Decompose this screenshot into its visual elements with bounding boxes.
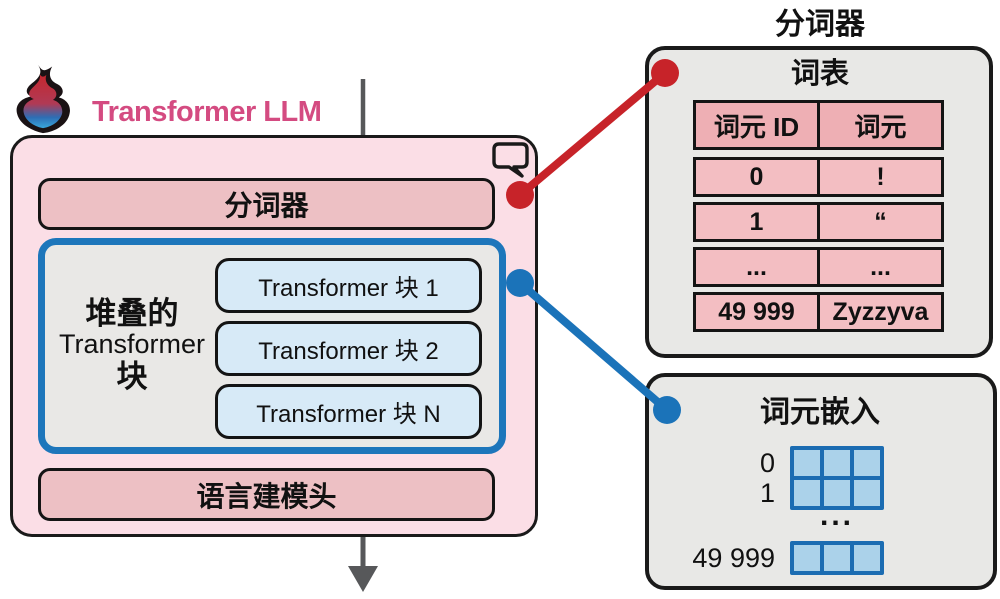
- vocab-cell-token: Zyzzyva: [817, 292, 944, 332]
- embedding-cell: [854, 545, 880, 571]
- embedding-row-label-1: 1: [759, 478, 775, 508]
- embedding-panel-title: 词元嵌入: [760, 396, 880, 429]
- embedding-cell: [794, 480, 820, 506]
- stack-label-line2: Transformer: [58, 329, 206, 360]
- embedding-ellipsis: ...: [819, 499, 854, 532]
- tokenizer-connector-line: [517, 69, 668, 199]
- embedding-cell: [794, 450, 820, 476]
- embedding-cell: [854, 450, 880, 476]
- vocab-header-token-id: 词元 ID: [693, 100, 820, 150]
- vocab-cell-id: 49 999: [693, 292, 820, 332]
- embedding-matrix-bottom: [790, 541, 884, 575]
- flame-icon: [16, 64, 70, 134]
- embedding-row-label-0: 0: [759, 448, 775, 478]
- embedding-cell: [824, 545, 850, 571]
- vocab-cell-id: 1: [693, 202, 820, 242]
- transformer-block-2: Transformer 块 2: [215, 321, 482, 376]
- vocab-cell-token: “: [817, 202, 944, 242]
- logo-title: Transformer LLM: [92, 96, 322, 128]
- vocab-table-header: 词元 ID 词元: [693, 100, 947, 150]
- embedding-cell: [824, 480, 850, 506]
- vocab-cell-id: ...: [693, 247, 820, 287]
- lm-head-bar-label: 语言建模头: [196, 480, 337, 512]
- transformer-block-n: Transformer 块 N: [215, 384, 482, 439]
- embedding-row-label-last: 49 999: [692, 543, 775, 573]
- stack-label-line3: 块: [116, 358, 148, 394]
- vocab-cell-token: !: [817, 157, 944, 197]
- stacked-blocks-label: 堆叠的 Transformer 块: [50, 296, 214, 394]
- lm-head-bar: 语言建模头: [38, 468, 495, 521]
- vocab-subtitle: 词表: [790, 58, 849, 90]
- stack-label-line1: 堆叠的: [85, 296, 179, 331]
- tokenizer-bar: 分词器: [38, 178, 495, 230]
- embedding-cell: [824, 450, 850, 476]
- vocab-table-row: 1 “: [693, 202, 947, 242]
- vocab-table-row: 49 999 Zyzzyva: [693, 292, 947, 332]
- vocab-header-token: 词元: [817, 100, 944, 150]
- embedding-matrix-top: [790, 446, 884, 510]
- output-arrowhead: [348, 566, 378, 592]
- vocab-panel-title: 分词器: [775, 8, 865, 41]
- vocab-cell-id: 0: [693, 157, 820, 197]
- embedding-cell: [854, 480, 880, 506]
- vocab-table-row: ... ...: [693, 247, 947, 287]
- vocab-cell-token: ...: [817, 247, 944, 287]
- transformer-block-1: Transformer 块 1: [215, 258, 482, 313]
- tokenizer-bar-label: 分词器: [224, 190, 309, 221]
- vocab-table-row: 0 !: [693, 157, 947, 197]
- speech-bubble-icon: [492, 142, 529, 178]
- embedding-cell: [794, 545, 820, 571]
